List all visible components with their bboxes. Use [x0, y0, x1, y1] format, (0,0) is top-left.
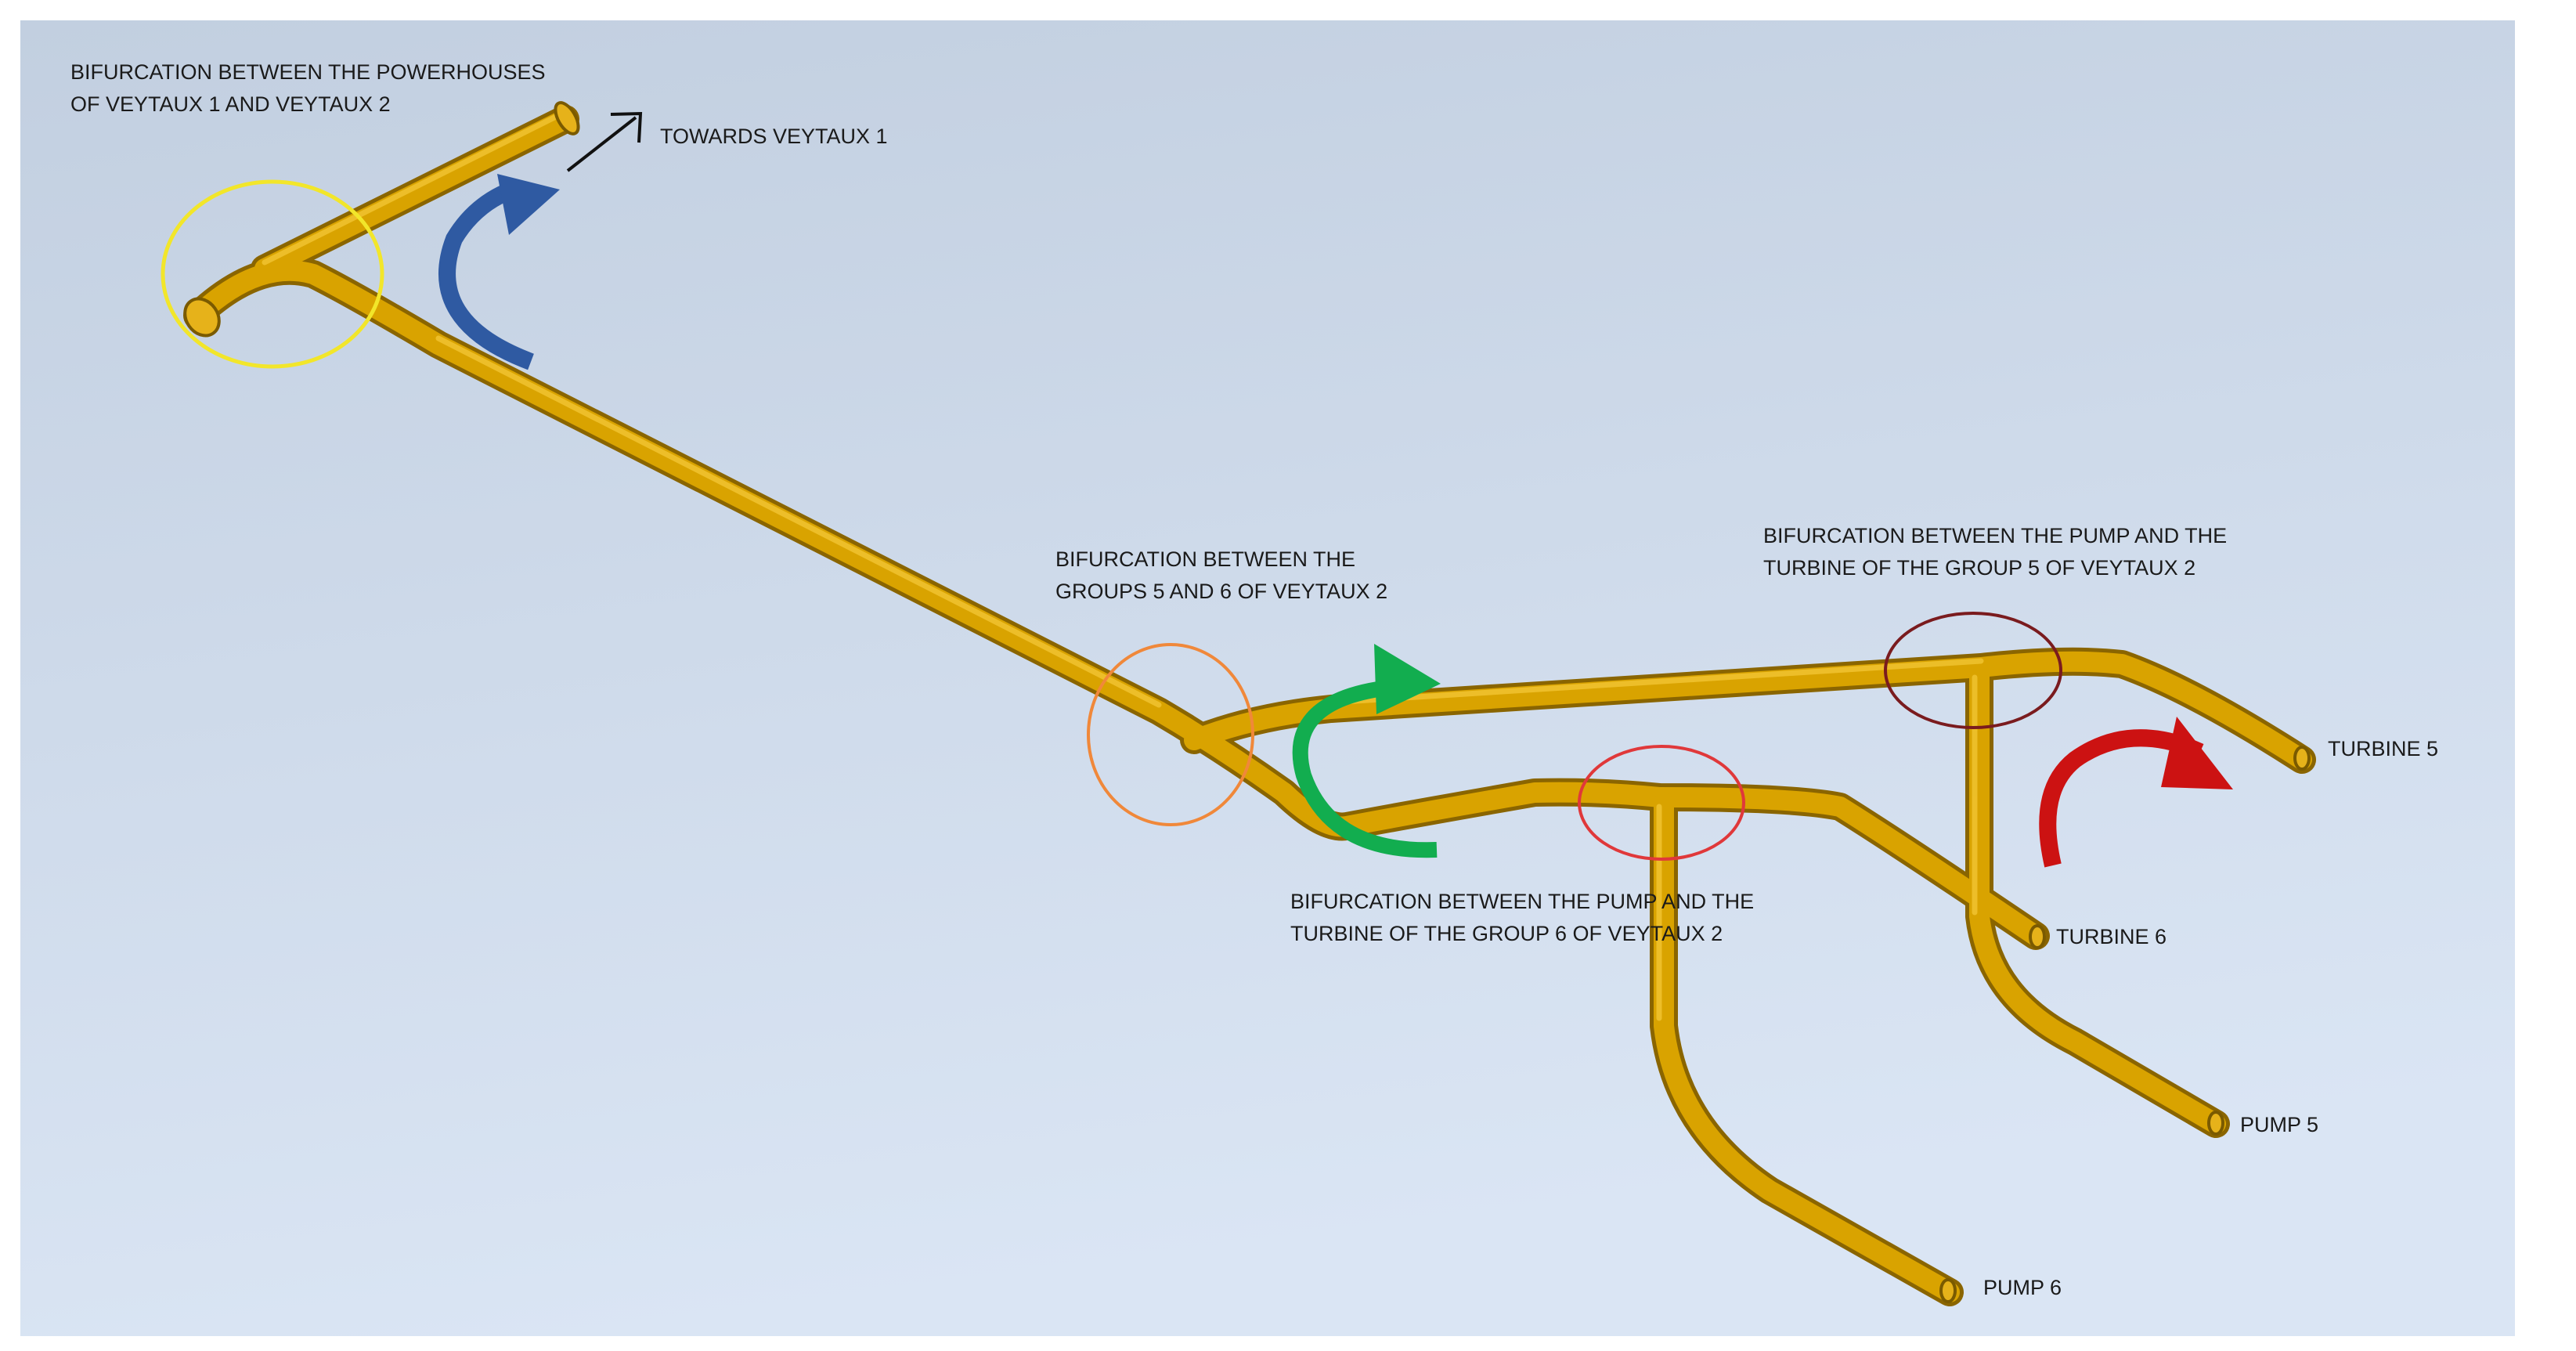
veytaux1-branch	[254, 109, 575, 279]
label-line: BIFURCATION BETWEEN THE PUMP AND THE	[1763, 524, 2228, 547]
pipe-openings	[183, 101, 2311, 1303]
red-curved-arrow	[2039, 729, 2204, 868]
label-turbine6: TURBINE 6	[2056, 925, 2167, 948]
label-line: TURBINE OF THE GROUP 5 OF VEYTAUX 2	[1763, 556, 2196, 580]
label-group6-bifurcation: BIFURCATION BETWEEN THE PUMP AND THE TUR…	[1290, 886, 1754, 950]
label-line: GROUPS 5 AND 6 OF VEYTAUX 2	[1055, 580, 1388, 603]
green-arrowhead	[1374, 644, 1441, 714]
pump6-branch	[1654, 793, 1960, 1302]
group5-bifurcation-circle	[1884, 612, 2062, 729]
background-panel	[20, 20, 2515, 1336]
pump5-branch	[1969, 662, 2226, 1134]
blue-arrowhead	[497, 174, 560, 235]
bifurcation-markers	[161, 179, 2062, 861]
label-line: BIFURCATION BETWEEN THE	[1055, 547, 1356, 571]
label-line: OF VEYTAUX 1 AND VEYTAUX 2	[70, 92, 391, 116]
group5-branch	[1184, 651, 2312, 770]
towards-arrow-line	[566, 116, 637, 172]
label-pump6: PUMP 6	[1983, 1276, 2062, 1299]
label-pump5: PUMP 5	[2240, 1113, 2319, 1136]
main-penstock	[187, 260, 2046, 946]
label-towards-veytaux1: TOWARDS VEYTAUX 1	[660, 125, 888, 148]
towards-arrowhead	[610, 111, 643, 143]
label-groups-bifurcation: BIFURCATION BETWEEN THE GROUPS 5 AND 6 O…	[1055, 544, 1387, 608]
pipe-network	[183, 101, 2316, 1306]
groups-bifurcation-circle	[1087, 643, 1254, 826]
blue-curved-arrow	[438, 179, 534, 370]
label-line: TURBINE OF THE GROUP 6 OF VEYTAUX 2	[1290, 922, 1723, 945]
label-powerhouses-bifurcation: BIFURCATION BETWEEN THE POWERHOUSES OF V…	[70, 56, 546, 121]
label-line: BIFURCATION BETWEEN THE PUMP AND THE	[1290, 890, 1755, 913]
red-arrowhead	[2161, 717, 2233, 789]
powerhouses-bifurcation-circle	[161, 179, 384, 369]
green-curved-arrow	[1292, 677, 1438, 858]
label-turbine5: TURBINE 5	[2328, 737, 2439, 760]
flow-arrows	[438, 111, 2233, 868]
group6-bifurcation-circle	[1578, 745, 1745, 861]
label-line: BIFURCATION BETWEEN THE POWERHOUSES	[70, 60, 546, 84]
label-group5-bifurcation: BIFURCATION BETWEEN THE PUMP AND THE TUR…	[1763, 520, 2227, 584]
